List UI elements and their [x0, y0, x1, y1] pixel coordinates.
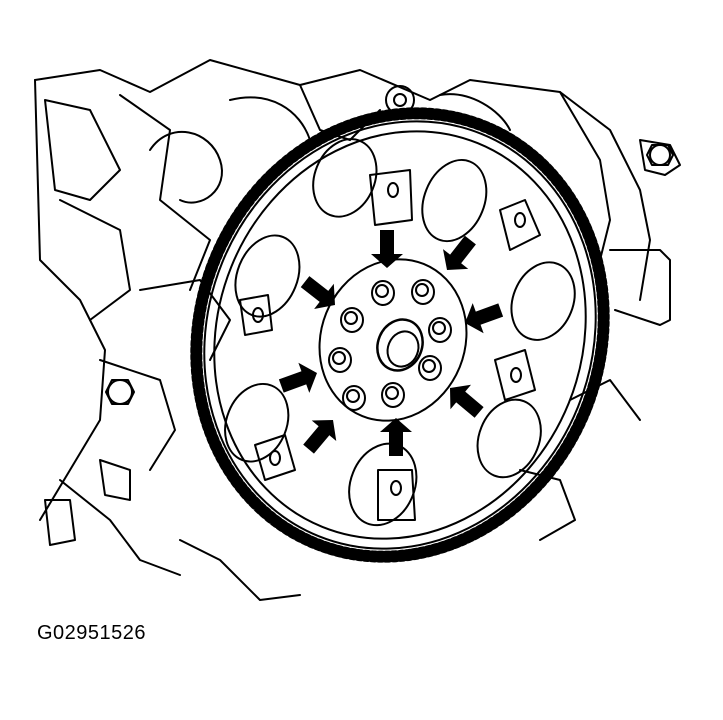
- flexplate-tab: [377, 469, 416, 521]
- engine-bolt: [646, 144, 674, 166]
- crank-pilot-inner: [386, 330, 420, 368]
- figure-id-label: G02951526: [37, 622, 147, 644]
- flexplate-tab: [239, 294, 273, 336]
- arrow-icon: [300, 276, 335, 309]
- flywheel-bolt: [381, 382, 405, 408]
- flywheel-bolt: [340, 307, 364, 333]
- ring-gear-outer: [203, 120, 597, 550]
- flywheel-bolt: [342, 385, 366, 411]
- engine-bolt: [105, 379, 135, 405]
- ring-gear-teeth: [190, 107, 610, 563]
- crank-pilot-hole: [376, 318, 424, 372]
- engine-block-outline: [34, 59, 681, 601]
- arrow-icon: [380, 418, 412, 456]
- arrow-icon: [278, 362, 317, 393]
- flexplate-holes: [224, 138, 576, 527]
- arrow-icon: [465, 303, 504, 334]
- arrow-icon: [443, 235, 476, 270]
- flywheel-bolt: [411, 279, 435, 305]
- arrow-icon: [303, 420, 337, 454]
- flywheel-bolt: [371, 280, 395, 306]
- flexplate-tab: [369, 169, 413, 226]
- hub-outer: [318, 258, 468, 422]
- flywheel-bolt: [418, 355, 442, 381]
- arrow-icon: [371, 230, 403, 268]
- flexplate-tab: [499, 199, 541, 251]
- flexplate-tab: [254, 434, 296, 481]
- ring-gear-inner: [213, 130, 587, 540]
- flexplate-tab: [494, 349, 536, 401]
- flywheel-bolt: [428, 317, 452, 343]
- arrow-icon: [450, 384, 484, 418]
- flywheel-bolt: [328, 347, 352, 373]
